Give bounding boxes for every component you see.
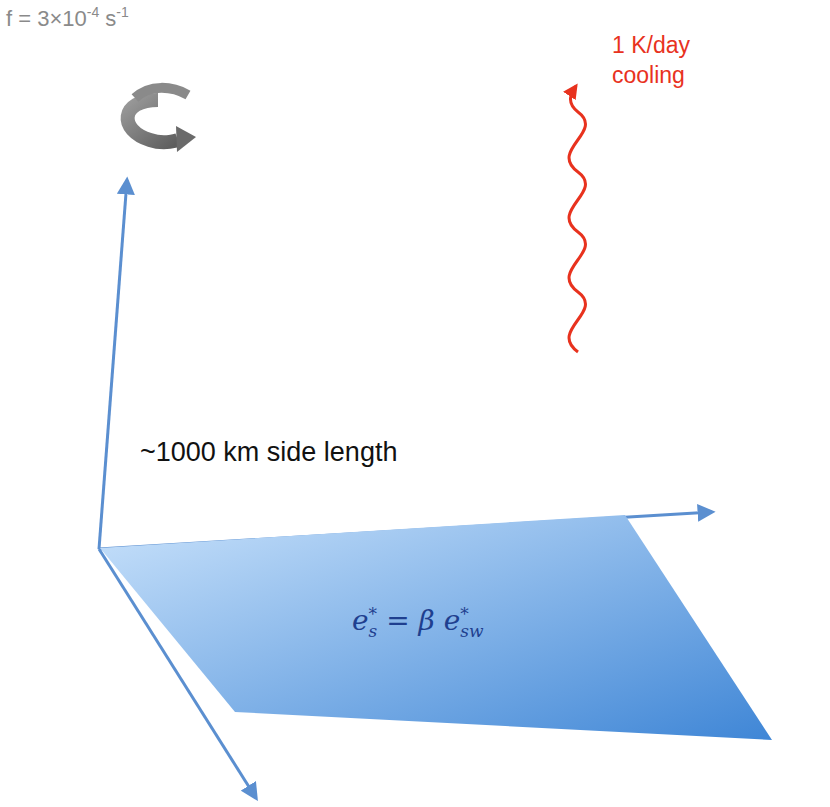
equation-text: e (352, 604, 369, 637)
rotation-rate: f = 3×10 (6, 6, 87, 31)
cooling-label: 1 K/daycooling (612, 30, 690, 90)
rotation-label: f = 3×10-4 s-1 (6, 4, 129, 32)
cooling-rate: 1 K/day (612, 30, 690, 60)
cooling-word: cooling (612, 60, 690, 90)
subscript: sw (460, 623, 483, 640)
plane-region: e*s = β e*sw (90, 505, 780, 750)
equation-text: = β e (377, 604, 460, 637)
sup-sub-stack: *sw (460, 606, 483, 640)
axis (99, 180, 127, 549)
exponent: -4 (87, 4, 99, 20)
superscript: * (369, 606, 378, 623)
surface-equation: e*s = β e*sw (352, 601, 484, 641)
sup-sub-stack: *s (369, 606, 378, 640)
side-length-label: ~1000 km side length (140, 437, 397, 468)
exponent: -1 (116, 4, 128, 20)
superscript: * (460, 606, 483, 623)
rotation-rate: s (99, 6, 116, 31)
subscript: s (369, 623, 378, 640)
dimension: ~1000 km side length (140, 437, 397, 467)
rotation-arrow (128, 88, 196, 152)
radiation-arrow (569, 86, 585, 352)
